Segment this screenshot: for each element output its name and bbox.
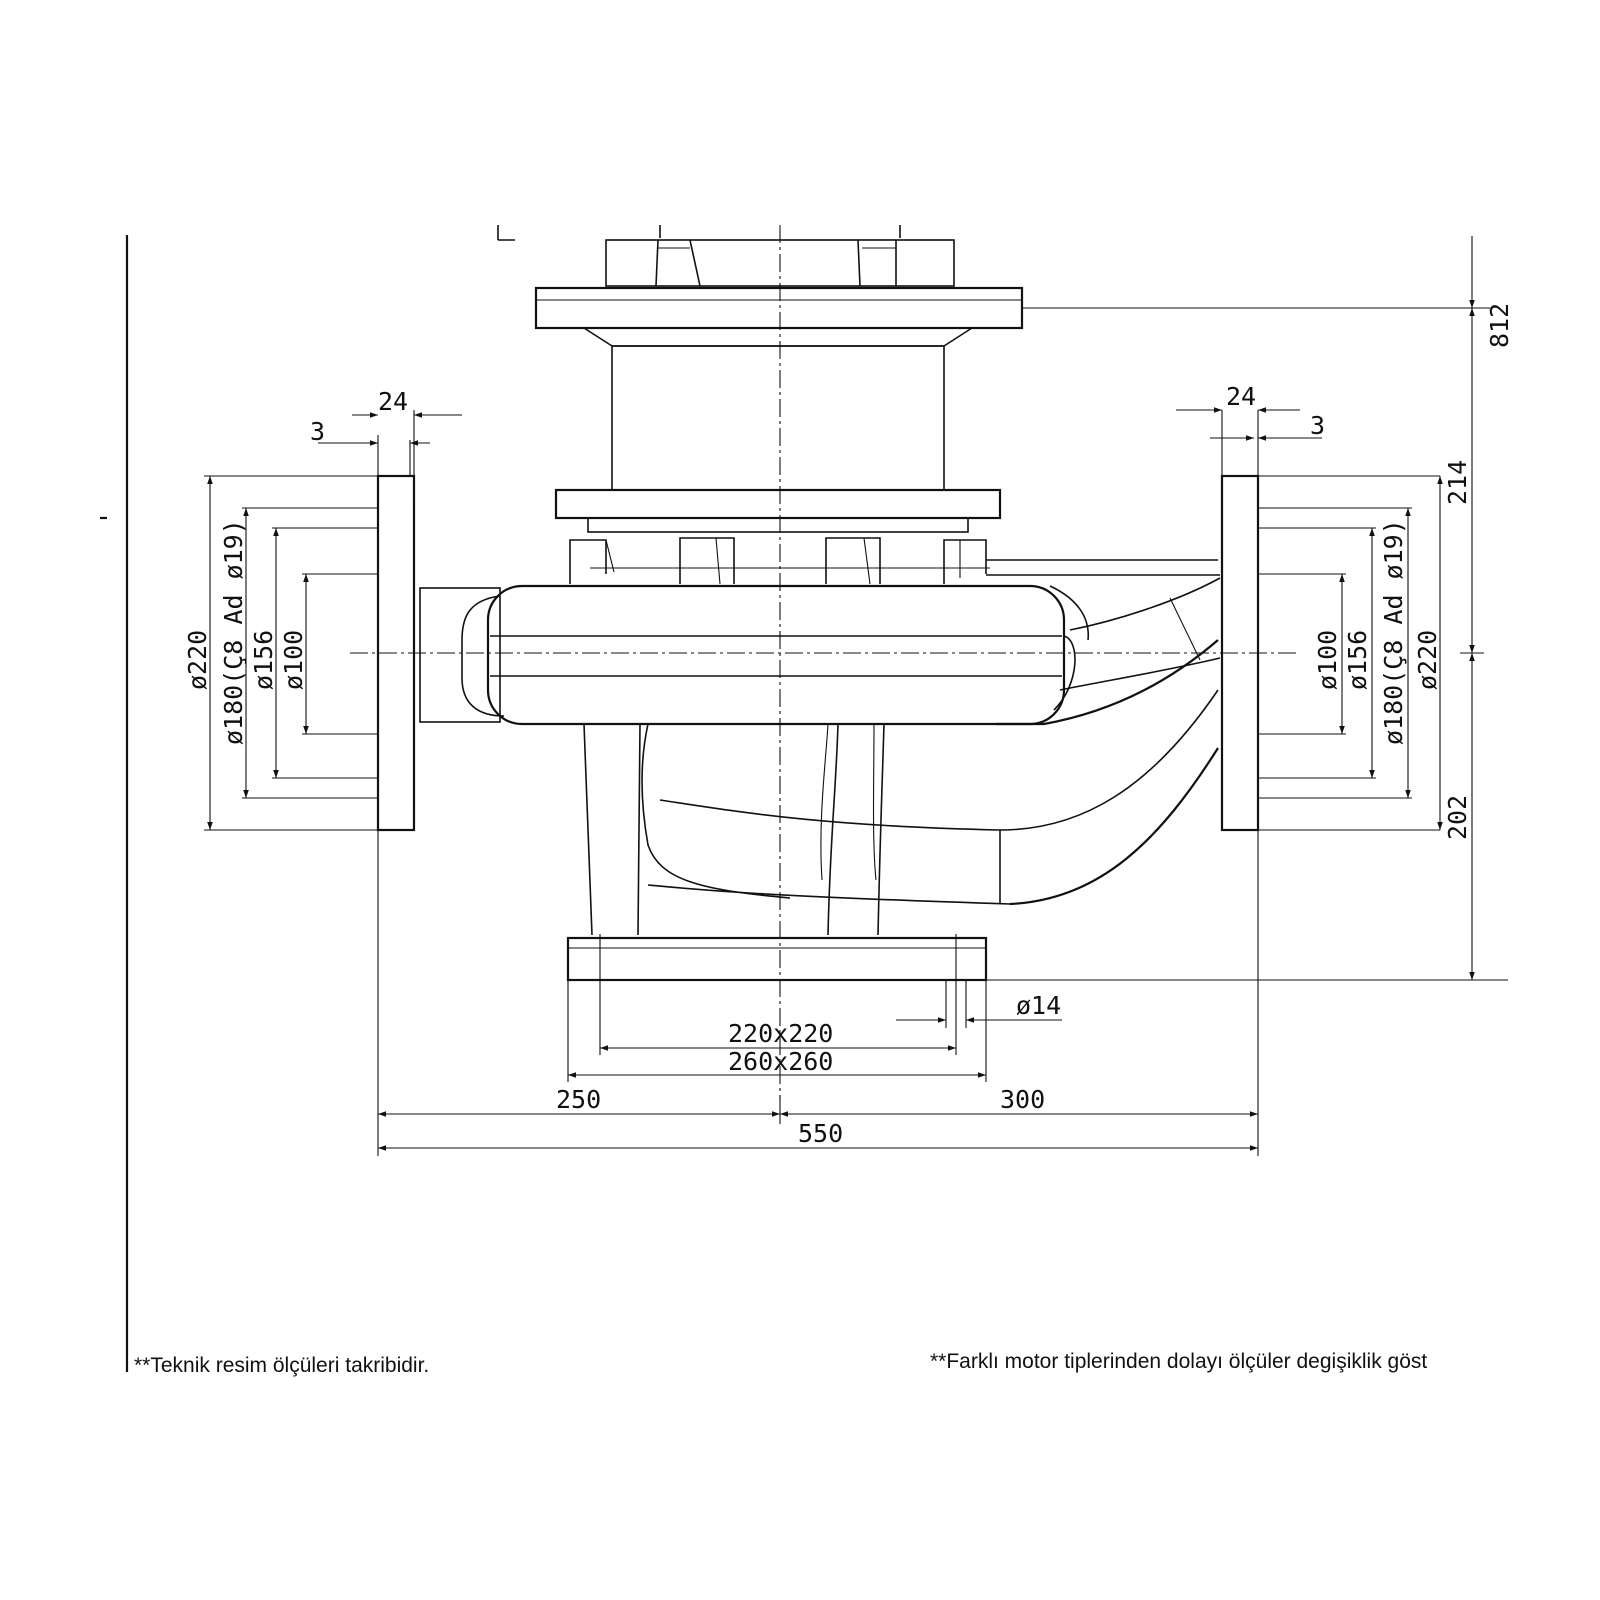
height-upper-label: 214 bbox=[1443, 460, 1472, 505]
left-bolt-circle-label: ø180(Ç8 Ad ø19) bbox=[219, 519, 248, 745]
foot-hole-label: ø14 bbox=[1016, 991, 1061, 1020]
right-margin-mask bbox=[1510, 0, 1600, 1600]
right-bolt-circle-label: ø180(Ç8 Ad ø19) bbox=[1379, 519, 1408, 745]
motor-type-note: **Farklı motor tiplerinden dolayı ölçüle… bbox=[930, 1350, 1427, 1373]
right-offset-label: 300 bbox=[1000, 1085, 1045, 1114]
right-raised-face-label: 3 bbox=[1310, 411, 1325, 440]
left-flange-thickness-label: 24 bbox=[378, 387, 408, 416]
left-dimensions bbox=[204, 410, 462, 831]
height-lower-label: 202 bbox=[1443, 795, 1472, 840]
left-offset-label: 250 bbox=[556, 1085, 601, 1114]
center-lines bbox=[350, 225, 1300, 1100]
foot-inner-label: 220x220 bbox=[728, 1019, 833, 1048]
foot-outer-label: 260x260 bbox=[728, 1047, 833, 1076]
right-bore-label: ø100 bbox=[1313, 630, 1342, 690]
suction-flange bbox=[376, 474, 416, 832]
top-height-partial-label: 812 bbox=[1485, 303, 1514, 348]
approximate-dimensions-note: **Teknik resim ölçüleri takribidir. bbox=[134, 1354, 429, 1377]
right-raised-face-diameter-label: ø156 bbox=[1343, 630, 1372, 690]
left-raised-face-diameter-label: ø156 bbox=[249, 630, 278, 690]
casing-bolts bbox=[569, 537, 990, 585]
base-plate bbox=[566, 934, 988, 982]
left-flange-od-label: ø220 bbox=[183, 630, 212, 690]
drawing-frame bbox=[100, 235, 129, 1372]
bottom-dimensions bbox=[377, 830, 1259, 1156]
left-bore-label: ø100 bbox=[279, 630, 308, 690]
discharge-flange bbox=[1220, 474, 1260, 832]
left-raised-face-label: 3 bbox=[310, 417, 325, 446]
right-dimensions bbox=[986, 236, 1508, 981]
right-flange-thickness-label: 24 bbox=[1226, 382, 1256, 411]
volute bbox=[583, 723, 1011, 936]
overall-length-label: 550 bbox=[798, 1119, 843, 1148]
motor-lantern bbox=[497, 225, 1024, 533]
pump-casing bbox=[419, 559, 1221, 906]
right-flange-od-label: ø220 bbox=[1413, 630, 1442, 690]
